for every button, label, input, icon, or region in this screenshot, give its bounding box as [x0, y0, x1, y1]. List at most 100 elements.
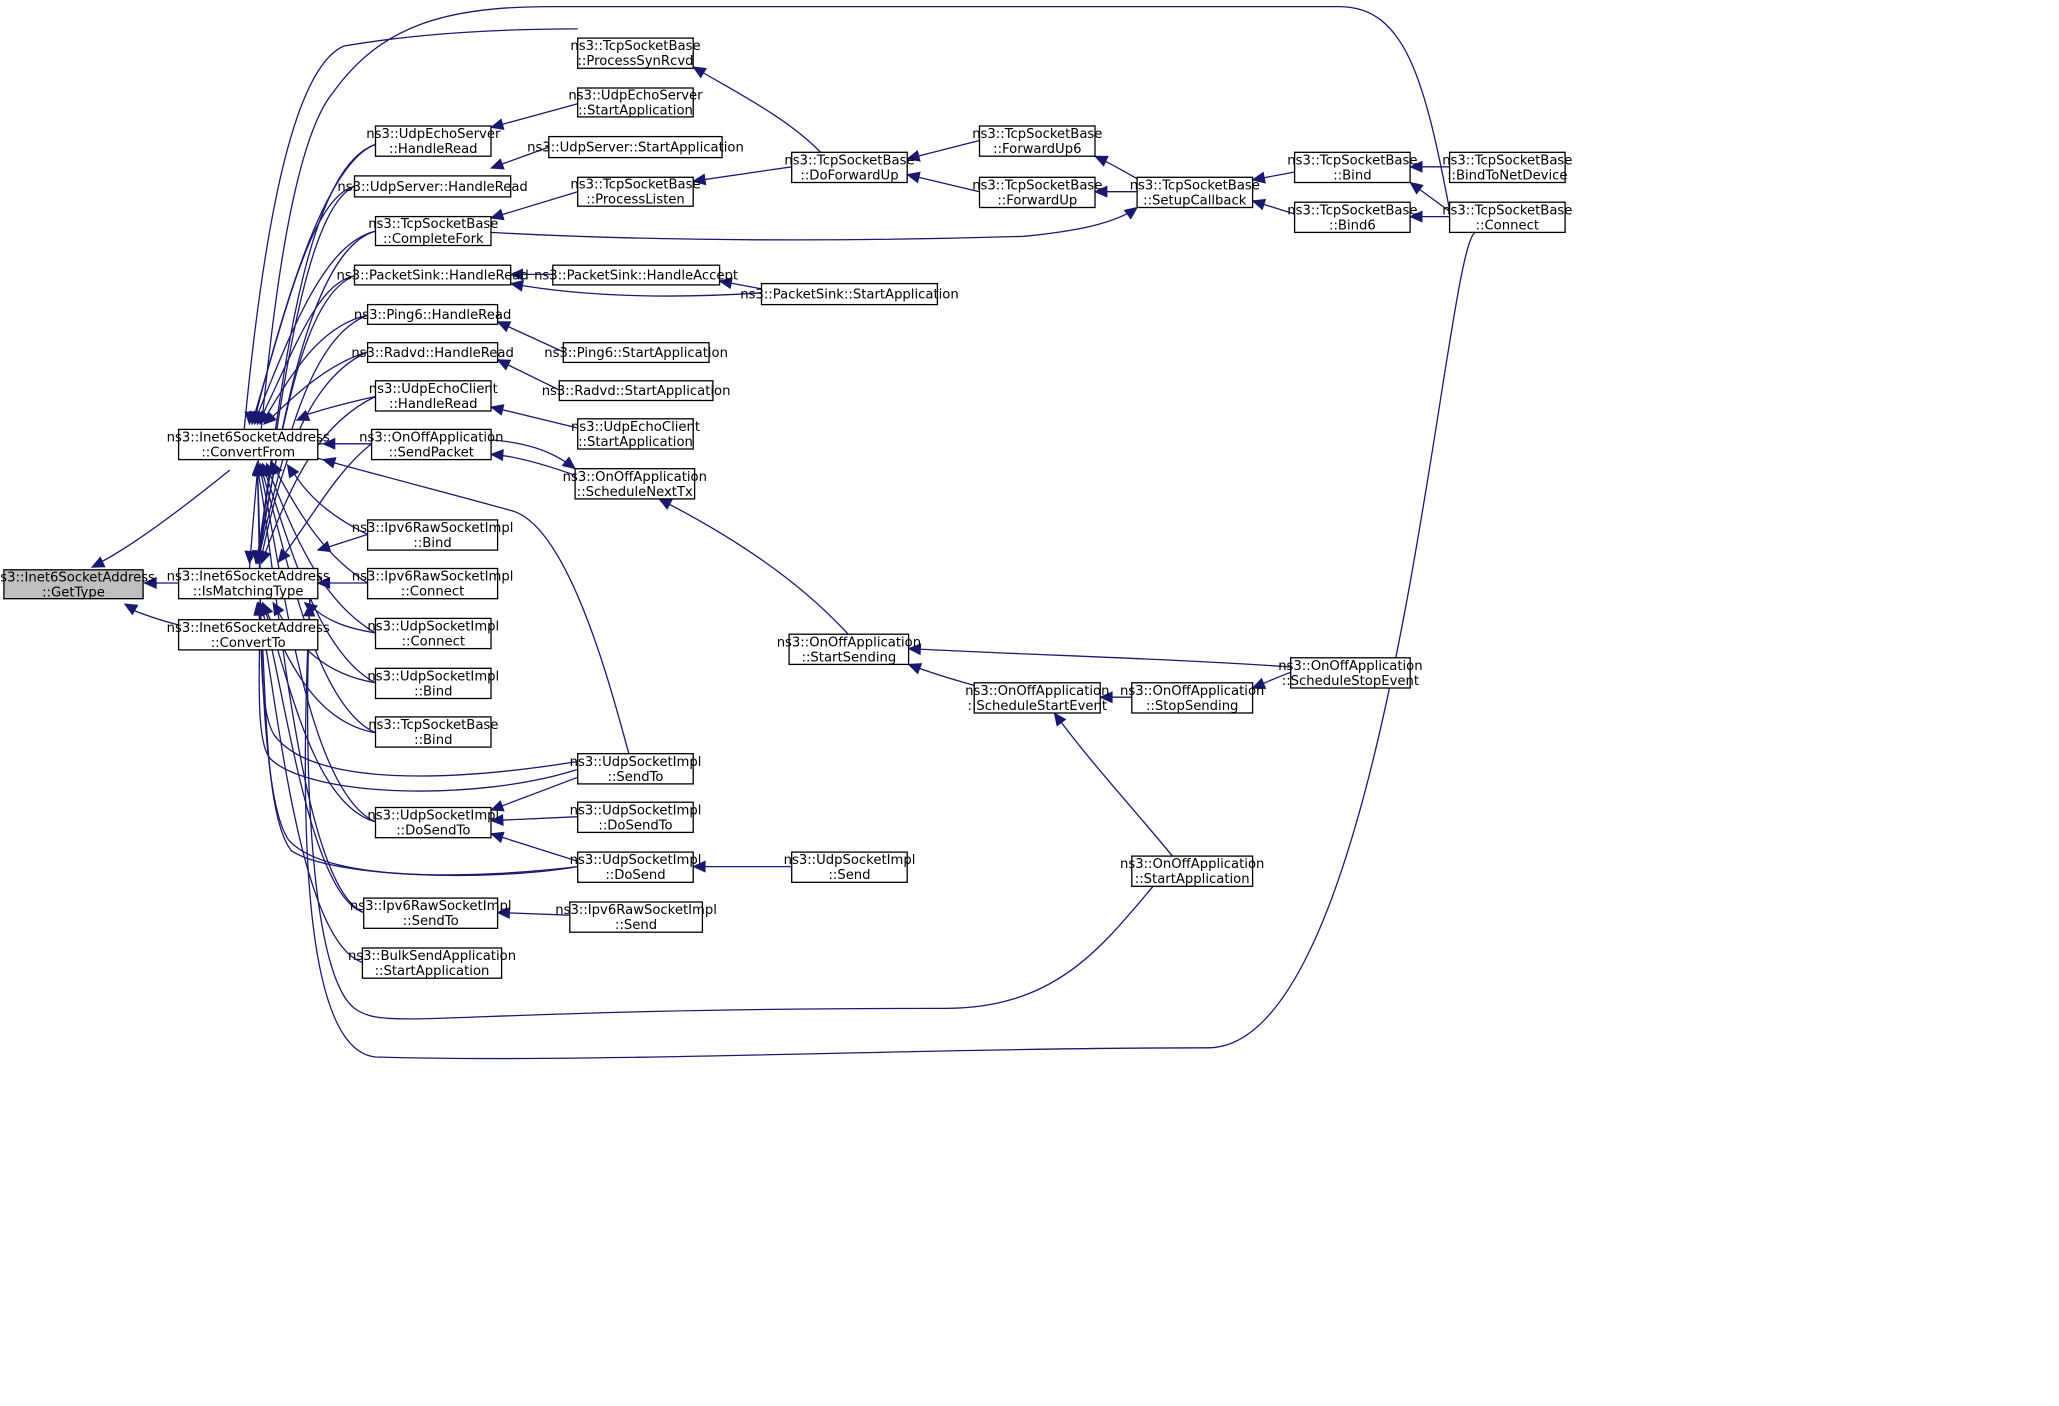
edge-line [256, 185, 355, 559]
node-onoff-start-app[interactable]: ns3::OnOffApplication::StartApplication [1120, 855, 1264, 887]
node-label-line: ns3::OnOffApplication [359, 431, 503, 446]
node-pkt-sink-start[interactable]: ns3::PacketSink::StartApplication [740, 282, 959, 306]
node-radvd-read[interactable]: ns3::Radvd::HandleRead [351, 342, 514, 364]
node-tcp-setup-cb[interactable]: ns3::TcpSocketBase::SetupCallback [1130, 176, 1260, 208]
arrowhead [509, 268, 524, 281]
node-box [577, 176, 694, 207]
node-udp-echo-cli-start[interactable]: ns3::UdpEchoClient::StartApplication [571, 418, 700, 450]
arrowhead [489, 208, 505, 221]
node-udp-sock-connect[interactable]: ns3::UdpSocketImpl::Connect [367, 617, 499, 650]
node-udp-sock-send[interactable]: ns3::UdpSocketImpl::Send [784, 851, 916, 883]
node-tcp-do-forward-up[interactable]: ns3::TcpSocketBase::DoForwardUp [784, 151, 915, 184]
node-radvd-start[interactable]: ns3::Radvd::StartApplication [542, 380, 731, 402]
node-box [361, 947, 503, 979]
node-box [574, 468, 696, 500]
node-udp-sock-do-send-to-r[interactable]: ns3::UdpSocketImpl::DoSendTo [570, 801, 702, 833]
node-box [791, 151, 908, 184]
arrowhead [489, 831, 505, 844]
node-tcp-forward-up6[interactable]: ns3::TcpSocketBase::ForwardUp6 [972, 125, 1102, 157]
node-onoff-start-sending[interactable]: ns3::OnOffApplication::StartSending [777, 633, 921, 665]
edge-line [307, 598, 1156, 1020]
node-convert-from[interactable]: ns3::Inet6SocketAddress::ConvertFrom [167, 428, 330, 461]
arrowhead [90, 556, 106, 568]
node-label-line: ns3::OnOffApplication [1120, 684, 1264, 699]
node-tcp-bind-r[interactable]: ns3::TcpSocketBase::Bind [1287, 151, 1418, 183]
node-label-line: ::ConvertFrom [201, 446, 295, 461]
node-label-line: ::HandleRead [389, 142, 478, 157]
call-edge [496, 321, 564, 353]
node-convert-to[interactable]: ns3::Inet6SocketAddress::ConvertTo [167, 619, 330, 651]
arrowhead [489, 814, 504, 827]
node-pkt-sink-accept[interactable]: ns3::PacketSink::HandleAccept [534, 264, 738, 286]
node-tcp-proc-syn[interactable]: ns3::TcpSocketBase::ProcessSynRcvd [570, 37, 701, 69]
edge-line [256, 275, 355, 559]
call-edge [658, 498, 849, 635]
node-tcp-bind[interactable]: ns3::TcpSocketBase::Bind [368, 716, 498, 748]
node-tcp-bind-to-net-dev[interactable]: ns3::TcpSocketBase::BindToNetDevice [1442, 151, 1572, 184]
arrowhead [272, 601, 285, 617]
node-udp-echo-srv-start[interactable]: ns3::UdpEchoServer::StartApplication [568, 87, 703, 118]
node-udp-echo-srv-read[interactable]: ns3::UdpEchoServer::HandleRead [366, 125, 501, 157]
node-onoff-stop-sending[interactable]: ns3::OnOffApplication::StopSending [1120, 682, 1264, 714]
edge-line [908, 647, 1291, 668]
node-ipv6-raw-send-to[interactable]: ns3::Ipv6RawSocketImpl::SendTo [350, 897, 512, 929]
node-udp-sock-do-send-to-l[interactable]: ns3::UdpSocketImpl::DoSendTo [367, 806, 499, 839]
node-label-line: ns3::Ipv6RawSocketImpl [350, 899, 512, 914]
node-is-matching[interactable]: ns3::Inet6SocketAddress::IsMatchingType [167, 567, 330, 600]
node-tcp-forward-up[interactable]: ns3::TcpSocketBase::ForwardUp [972, 176, 1102, 208]
edge-line [322, 533, 368, 550]
edge-line [255, 230, 376, 420]
node-box [1448, 151, 1566, 184]
call-edge [1409, 181, 1450, 212]
node-udp-echo-cli-read[interactable]: ns3::UdpEchoClient::HandleRead [369, 380, 498, 412]
node-label-line: ::ScheduleNextTx [577, 485, 693, 500]
call-edge [286, 463, 368, 535]
node-box [1131, 855, 1254, 887]
node-box [177, 567, 319, 600]
edge-line [510, 282, 762, 297]
node-ipv6-raw-connect[interactable]: ns3::Ipv6RawSocketImpl::Connect [352, 567, 514, 600]
node-udp-srv-start[interactable]: ns3::UdpServer::StartApplication [527, 135, 744, 159]
arrowhead [321, 457, 337, 469]
call-edge [1099, 691, 1132, 704]
node-onoff-next-tx[interactable]: ns3::OnOffApplication::ScheduleNextTx [563, 468, 707, 500]
arrowhead [907, 643, 922, 656]
node-label-line: ::SetupCallback [1143, 193, 1247, 208]
edge-line [259, 275, 355, 421]
node-udp-sock-bind[interactable]: ns3::UdpSocketImpl::Bind [367, 667, 499, 699]
node-label-line: ::Connect [402, 635, 465, 650]
node-bulk-send-start[interactable]: ns3::BulkSendApplication::StartApplicati… [348, 947, 516, 979]
node-ipv6-raw-send[interactable]: ns3::Ipv6RawSocketImpl::Send [555, 901, 717, 933]
node-onoff-send[interactable]: ns3::OnOffApplication::SendPacket [359, 428, 504, 461]
node-tcp-complete-fork[interactable]: ns3::TcpSocketBase::CompleteFork [368, 215, 498, 248]
arrowhead [263, 411, 277, 425]
node-box [366, 519, 499, 551]
edge-line [252, 185, 355, 419]
arrowhead [1123, 206, 1139, 220]
arrowhead [907, 663, 923, 675]
node-label-line: ::StartApplication [578, 435, 693, 450]
node-ipv6-raw-bind[interactable]: ns3::Ipv6RawSocketImpl::Bind [352, 519, 514, 551]
call-edge [489, 191, 578, 221]
call-edge [718, 277, 762, 290]
node-onoff-sched-stop[interactable]: ns3::OnOffApplication::ScheduleStopEvent [1278, 657, 1423, 689]
edge-line [491, 439, 576, 470]
node-udp-srv-read[interactable]: ns3::UdpServer::HandleRead [337, 175, 528, 198]
node-label-line: ns3::TcpSocketBase [1287, 153, 1417, 168]
edge-line [273, 467, 368, 584]
node-ping6-read[interactable]: ns3::Ping6::HandleRead [354, 303, 511, 325]
node-pkt-sink-read[interactable]: ns3::PacketSink::HandleRead [336, 264, 529, 286]
arrowhead [718, 277, 733, 290]
node-tcp-bind6[interactable]: ns3::TcpSocketBase::Bind6 [1287, 201, 1418, 233]
edge-line [693, 166, 792, 182]
node-udp-sock-do-send[interactable]: ns3::UdpSocketImpl::DoSend [570, 851, 702, 883]
node-udp-sock-send-to[interactable]: ns3::UdpSocketImpl::SendTo [570, 753, 702, 785]
node-label-line: ns3::UdpEchoClient [369, 382, 498, 397]
node-onoff-sched-start[interactable]: ns3::OnOffApplication::ScheduleStartEven… [965, 682, 1110, 714]
node-tcp-connect[interactable]: ns3::TcpSocketBase::Connect [1442, 201, 1572, 233]
node-ping6-start[interactable]: ns3::Ping6::StartApplication [544, 342, 728, 364]
node-tcp-proc-listen[interactable]: ns3::TcpSocketBase::ProcessListen [570, 176, 701, 208]
node-label-line: ns3::Ipv6RawSocketImpl [352, 521, 514, 536]
arrowhead [286, 463, 300, 479]
node-label-line: ::Bind [413, 536, 451, 551]
